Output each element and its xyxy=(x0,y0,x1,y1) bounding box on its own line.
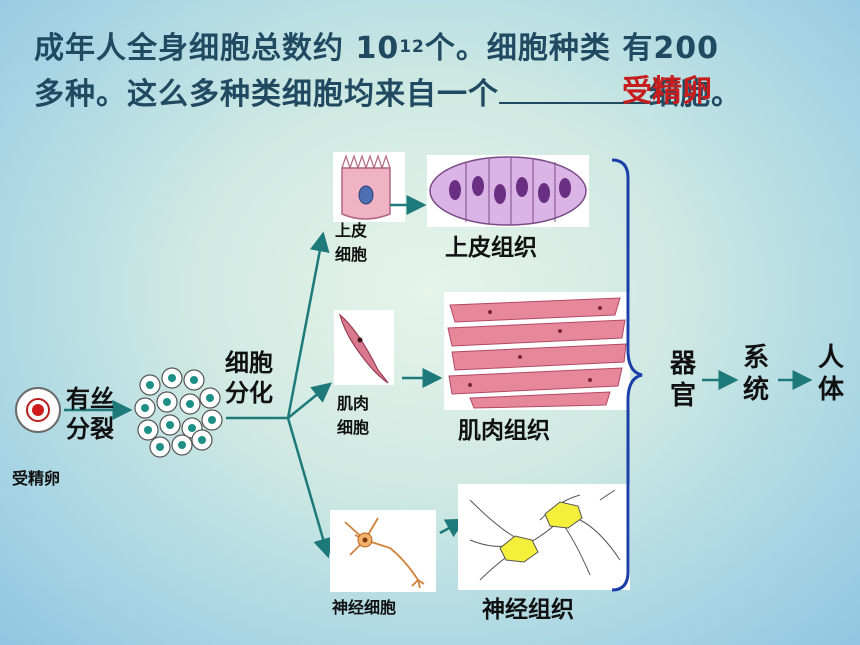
title-line-2-end: 细胞。 xyxy=(649,77,742,112)
title-exponent: 12 xyxy=(399,37,425,57)
organ-label-char-1: 器 xyxy=(669,349,696,379)
epithelial-cell-label-line-2: 细胞 xyxy=(335,245,368,264)
mitosis-label-line-2: 分裂 xyxy=(66,415,114,443)
title-line-1-end: 个。细胞种类 有200 xyxy=(424,31,719,66)
epithelial-cell-label: 上皮 细胞 xyxy=(335,219,367,267)
nerve-tissue-label: 神经组织 xyxy=(482,597,574,623)
epithelial-cell-image xyxy=(333,152,405,222)
answer-blank xyxy=(499,72,649,104)
zygote-label: 受精卵 xyxy=(12,469,61,488)
differentiation-label-line-2: 分化 xyxy=(225,379,273,407)
answer-text: 受精卵 xyxy=(622,74,712,109)
differentiation-label-line-1: 细胞 xyxy=(225,349,273,377)
system-label: 系 统 xyxy=(741,342,771,406)
title-text: 成年人全身细胞总数约 1012个。细胞种类 有200 多种。这么多种类细胞均来自… xyxy=(34,26,854,118)
body-label-char-2: 体 xyxy=(817,375,844,405)
muscle-cell-label: 肌肉 细胞 xyxy=(337,392,369,440)
epithelial-cell-label-line-1: 上皮 xyxy=(335,221,368,240)
differentiation-label: 细胞 分化 xyxy=(225,348,273,408)
system-label-char-1: 系 xyxy=(742,343,769,373)
system-label-char-2: 统 xyxy=(742,375,769,405)
mitosis-label: 有丝 分裂 xyxy=(66,384,114,444)
title-line-2: 多种。这么多种类细胞均来自一个 细胞。 xyxy=(34,72,854,118)
cell-cluster-nuclei xyxy=(141,374,216,451)
organ-label: 器 官 xyxy=(668,348,698,412)
body-label-char-1: 人 xyxy=(817,343,844,373)
muscle-cell-label-line-1: 肌肉 xyxy=(337,394,370,413)
title-line-1-start: 成年人全身细胞总数约 10 xyxy=(34,31,400,66)
muscle-tissue-label: 肌肉组织 xyxy=(458,418,550,444)
nerve-tissue-image xyxy=(458,484,630,590)
body-label: 人 体 xyxy=(816,342,846,406)
organ-label-char-2: 官 xyxy=(669,381,696,411)
epithelial-tissue-image xyxy=(427,155,589,227)
muscle-tissue-image xyxy=(444,292,630,410)
zygote-icon xyxy=(15,387,61,433)
epithelial-tissue-label: 上皮组织 xyxy=(445,235,537,261)
title-line-2-start: 多种。这么多种类细胞均来自一个 xyxy=(34,77,499,112)
nerve-cell-image xyxy=(330,510,436,592)
branch-arrow-epithelial xyxy=(286,231,330,419)
title-line-1: 成年人全身细胞总数约 1012个。细胞种类 有200 xyxy=(34,26,854,72)
nerve-cell-label: 神经细胞 xyxy=(332,598,397,617)
branch-arrow-nerve xyxy=(286,417,333,559)
muscle-cell-image xyxy=(334,310,394,385)
branch-arrow-muscle xyxy=(287,382,332,419)
grouping-brace xyxy=(611,158,643,592)
muscle-cell-label-line-2: 细胞 xyxy=(337,418,370,437)
mitosis-label-line-1: 有丝 xyxy=(66,385,114,413)
